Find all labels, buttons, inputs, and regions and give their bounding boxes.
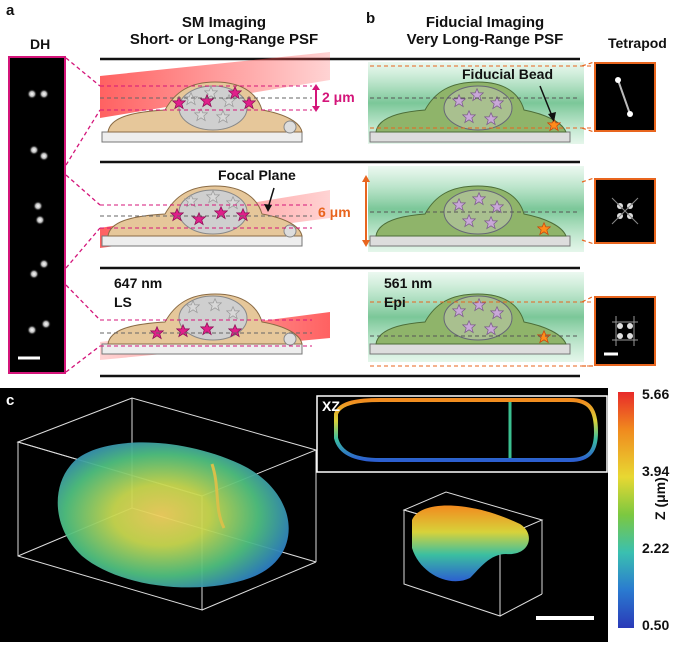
laser-647-label: 647 nm (114, 275, 163, 291)
big-nucleus (57, 442, 289, 588)
schematic-svg (65, 52, 595, 378)
tetrapod-label: Tetrapod (608, 35, 667, 51)
xz-label: XZ (322, 398, 340, 414)
panel-c-letter: c (6, 392, 15, 409)
sm-row-1 (100, 52, 330, 143)
fid-row-1 (368, 62, 592, 144)
dh-psf-image (18, 89, 51, 360)
fiducial-bead-label: Fiducial Bead (462, 66, 554, 82)
panel-a-letter: a (6, 2, 15, 19)
fiducial-title-line1: Fiducial Imaging (425, 14, 545, 31)
tetrapod-connectors (581, 61, 595, 367)
panel-c-render (0, 388, 608, 642)
sm-title-line2: Short- or Long-Range PSF (129, 31, 319, 48)
tetrapod-image-2 (594, 178, 656, 244)
sm-title-line1: SM Imaging (181, 14, 267, 31)
fid-row-3 (368, 272, 592, 367)
colorbar-tick-top: 5.66 (642, 386, 670, 402)
tetrapod-image-1 (594, 62, 656, 132)
focal-plane-label: Focal Plane (218, 167, 296, 183)
nucleus-render-svg (16, 395, 608, 620)
fid-row-2 (362, 166, 584, 252)
dh-connectors (65, 57, 101, 373)
sm-title: SM Imaging Short- or Long-Range PSF (98, 14, 350, 48)
range-6um-label: 6 μm (318, 204, 351, 220)
colorbar-tick-2: 3.94 (642, 463, 670, 479)
range-2um-label: 2 μm (322, 89, 355, 105)
fiducial-title-line2: Very Long-Range PSF (406, 31, 564, 48)
panel-b-letter: b (366, 10, 376, 27)
xz-nucleus-outline (334, 398, 599, 462)
sm-row-3 (100, 293, 330, 360)
laser-561-label: 561 nm (384, 275, 433, 291)
fiducial-title: Fiducial Imaging Very Long-Range PSF (380, 14, 590, 48)
dh-psf-strip (8, 56, 66, 374)
colorbar-label: Z (μm) (652, 477, 668, 520)
epi-label: Epi (384, 294, 406, 310)
colorbar-tick-3: 2.22 (642, 540, 670, 556)
colorbar (618, 392, 634, 628)
sm-row-2 (100, 185, 330, 248)
dh-label: DH (30, 36, 51, 52)
small-nucleus (412, 505, 529, 582)
colorbar-tick-bottom: 0.50 (642, 617, 670, 633)
ls-label: LS (114, 294, 132, 310)
tetrapod-image-3 (594, 296, 656, 366)
